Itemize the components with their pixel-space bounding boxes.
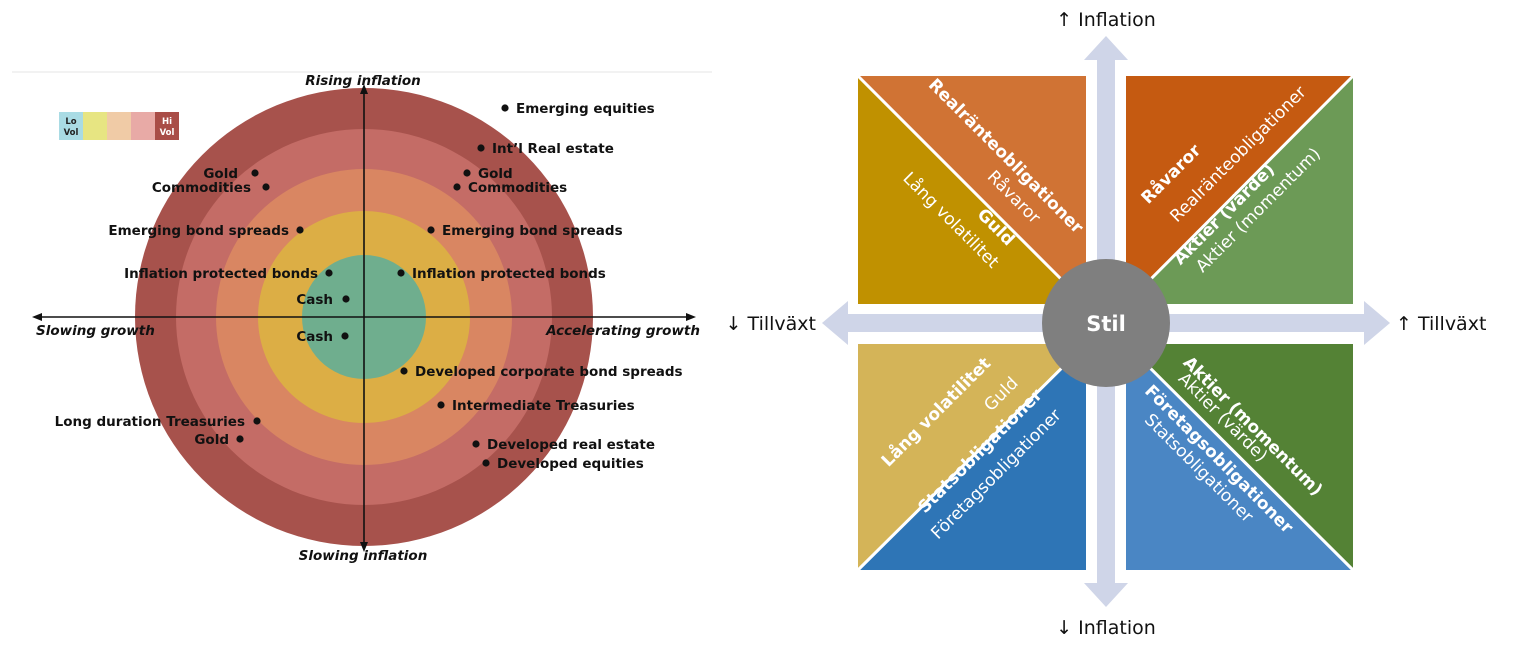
asset-label: Emerging bond spreads (442, 223, 623, 239)
quadrant-top-right (1124, 74, 1355, 306)
asset-dot (341, 332, 349, 340)
asset-label: Int’l Real estate (492, 141, 614, 157)
asset-label: Developed equities (497, 456, 644, 472)
direction-label-right: ↑ Tillväxt (1396, 313, 1486, 335)
asset-label: Long duration Treasuries (55, 414, 245, 430)
rings-svg: Rising inflation Slowing inflation Slowi… (12, 71, 712, 564)
legend-lo-line2: Vol (64, 128, 79, 138)
axis-label-top: Rising inflation (305, 73, 421, 89)
asset-label: Cash (296, 292, 333, 308)
asset-label: Inflation protected bonds (412, 266, 606, 282)
axis-label-right: Accelerating growth (545, 323, 700, 339)
arrow-up-icon (1084, 36, 1128, 60)
asset-label: Cash (296, 329, 333, 345)
volatility-legend: Lo Vol Hi Vol (59, 112, 179, 140)
asset-dot (453, 183, 461, 191)
quadrant-bottom-right (1124, 342, 1355, 572)
legend-swatch-2 (83, 112, 107, 140)
direction-label-down: ↓ Inflation (1056, 617, 1156, 639)
quadrant-top-left (856, 74, 1088, 306)
asset-dot (342, 295, 350, 303)
asset-label: Commodities (152, 180, 251, 196)
asset-dot (482, 459, 490, 467)
asset-label: Inflation protected bonds (124, 266, 318, 282)
asset-label: Intermediate Treasuries (452, 398, 635, 414)
arrow-down-icon (360, 542, 368, 552)
arrow-down-icon (1084, 583, 1128, 607)
legend-hi-line1: Hi (162, 117, 172, 127)
legend-swatch-4 (131, 112, 155, 140)
center-circle (1042, 259, 1170, 387)
asset-dot (463, 169, 471, 177)
asset-dot (472, 440, 480, 448)
asset-label: Developed corporate bond spreads (415, 364, 683, 380)
legend-hi-line2: Vol (160, 128, 175, 138)
quadrant-divider (856, 74, 1088, 306)
volatility-rings-diagram: Rising inflation Slowing inflation Slowi… (0, 0, 720, 664)
asset-dot (477, 144, 485, 152)
asset-dot (400, 367, 408, 375)
arrow-left-icon (822, 301, 848, 345)
arrow-up-icon (360, 84, 368, 94)
asset-dot (325, 269, 333, 277)
legend-swatch-lo (59, 112, 83, 140)
asset-dot (262, 183, 270, 191)
direction-label-up: ↑ Inflation (1056, 9, 1156, 31)
arrow-right-icon (686, 313, 696, 321)
asset-label: Emerging bond spreads (108, 223, 289, 239)
axis-label-left: Slowing growth (36, 323, 155, 339)
axis-label-bottom: Slowing inflation (299, 548, 428, 564)
arrow-left-icon (32, 313, 42, 321)
asset-dot (296, 226, 304, 234)
quadrant-divider (1124, 342, 1355, 572)
asset-label: Emerging equities (516, 101, 655, 117)
style-quadrant-diagram: Stil ↑ Inflation ↓ Inflation ↓ Tillväxt … (700, 0, 1519, 664)
asset-dot (253, 417, 261, 425)
asset-label: Developed real estate (487, 437, 655, 453)
legend-swatch-3 (107, 112, 131, 140)
asset-label: Commodities (468, 180, 567, 196)
legend-swatch-hi (155, 112, 179, 140)
center-label: Stil (1086, 312, 1126, 336)
asset-label: Gold (194, 432, 229, 448)
asset-points: Emerging equities Int’l Real estate Gold… (55, 101, 683, 472)
asset-dot (397, 269, 405, 277)
quadrant-divider (856, 342, 1088, 572)
asset-dot (427, 226, 435, 234)
legend-lo-line1: Lo (65, 117, 76, 127)
direction-label-left: ↓ Tillväxt (726, 313, 816, 335)
asset-dot (236, 435, 244, 443)
asset-label: Gold (478, 166, 513, 182)
asset-dot (437, 401, 445, 409)
asset-dot (501, 104, 509, 112)
asset-label: Gold (203, 166, 238, 182)
quadrant-bottom-left (856, 342, 1088, 572)
quadrant-divider (1124, 74, 1355, 306)
quadrant-svg: Stil ↑ Inflation ↓ Inflation ↓ Tillväxt … (726, 9, 1487, 639)
arrow-right-icon (1364, 301, 1390, 345)
asset-dot (251, 169, 259, 177)
